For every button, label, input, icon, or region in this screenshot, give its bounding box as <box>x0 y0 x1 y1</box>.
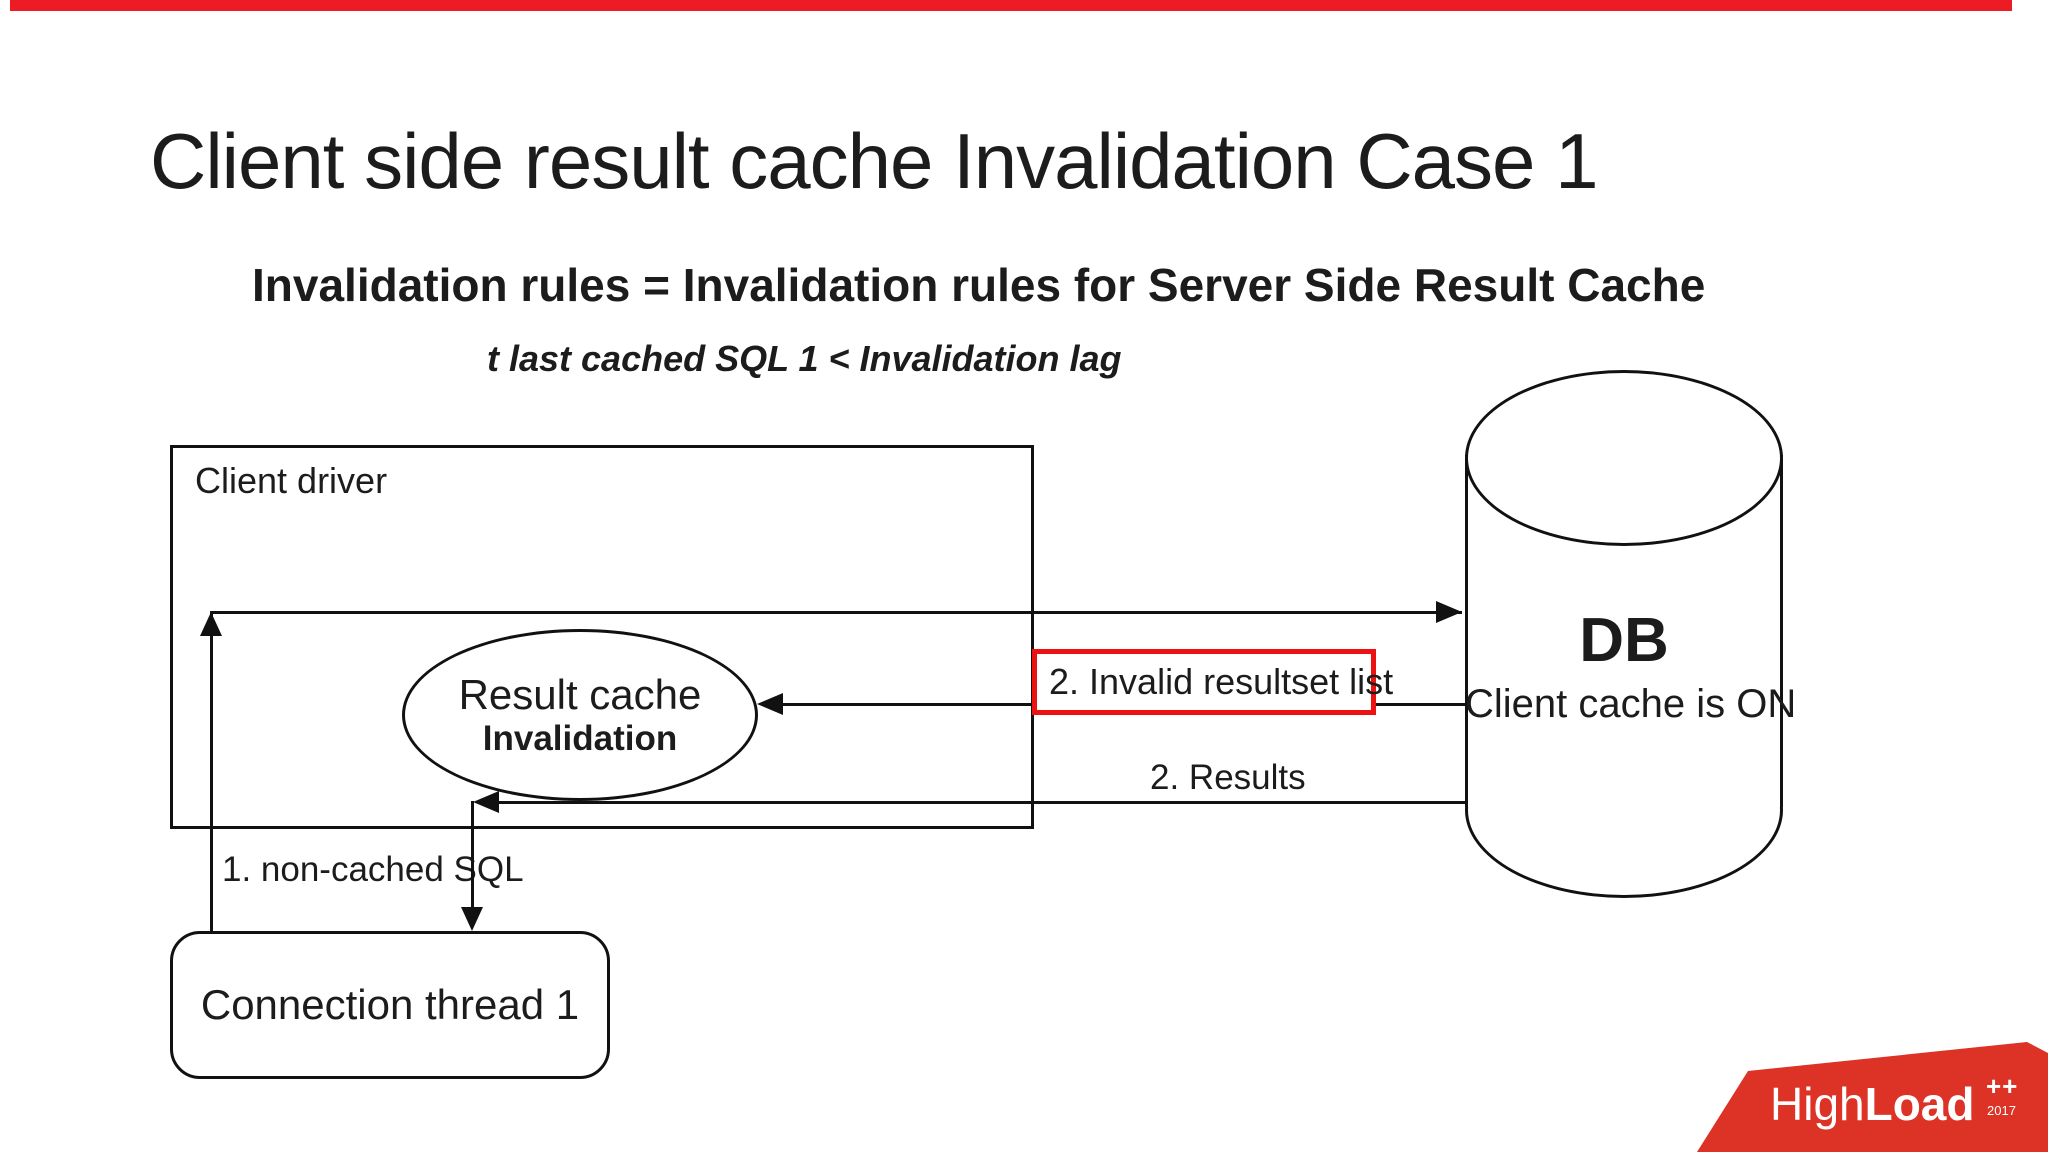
db-name: DB <box>1579 606 1669 675</box>
results-label: 2. Results <box>1150 758 1306 797</box>
arrow-results-hline <box>485 801 1465 804</box>
arrow-non-cached-sql-hline <box>210 611 1462 614</box>
arrow-non-cached-sql-vline <box>210 613 213 931</box>
client-driver-label: Client driver <box>195 460 388 501</box>
result-cache-label: Result cache <box>458 671 702 718</box>
client-driver-box: Client driver <box>170 445 1034 829</box>
highload-logo: HighLoad ++ 2017 <box>1697 1042 2048 1152</box>
logo-plus-plus: ++ <box>1986 1071 2019 1101</box>
invalid-resultset-label: 2. Invalid resultset list <box>1049 661 1394 702</box>
connection-thread-label: Connection thread 1 <box>200 981 580 1028</box>
arrow-invalid-resultset-head-left-icon <box>757 693 783 715</box>
invalid-resultset-callout: 2. Invalid resultset list <box>1032 649 1393 715</box>
db-cylinder: DB Client cache is ON <box>1465 370 1797 898</box>
logo-brand-bold: Load <box>1864 1078 1975 1130</box>
arrow-results-vline <box>471 801 474 913</box>
arrow-results-head-down-icon <box>461 907 483 931</box>
db-status: Client cache is ON <box>1465 682 1797 726</box>
result-cache-invalidation-label: Invalidation <box>482 719 678 758</box>
logo-brand-light: High <box>1770 1078 1865 1130</box>
subtitle-rule: Invalidation rules = Invalidation rules … <box>252 259 1706 311</box>
arrow-non-cached-sql-head-up-icon <box>200 612 222 636</box>
db-text-block: DB Client cache is ON <box>1465 606 1797 727</box>
connection-thread-box: Connection thread 1 <box>170 931 610 1079</box>
top-accent-bar <box>10 0 2012 11</box>
arrow-non-cached-sql-head-right-icon <box>1436 601 1462 623</box>
arrow-results-head-left-icon <box>473 791 499 813</box>
result-cache-ellipse: Result cache Invalidation <box>402 629 758 801</box>
page-title: Client side result cache Invalidation Ca… <box>150 117 1598 205</box>
db-cylinder-top <box>1465 370 1783 546</box>
non-cached-sql-label: 1. non-cached SQL <box>222 850 524 889</box>
formula-text: t last cached SQL 1 < Invalidation lag <box>487 338 1122 379</box>
logo-year: 2017 <box>1987 1103 2016 1118</box>
highload-logo-text: HighLoad <box>1770 1077 1975 1131</box>
